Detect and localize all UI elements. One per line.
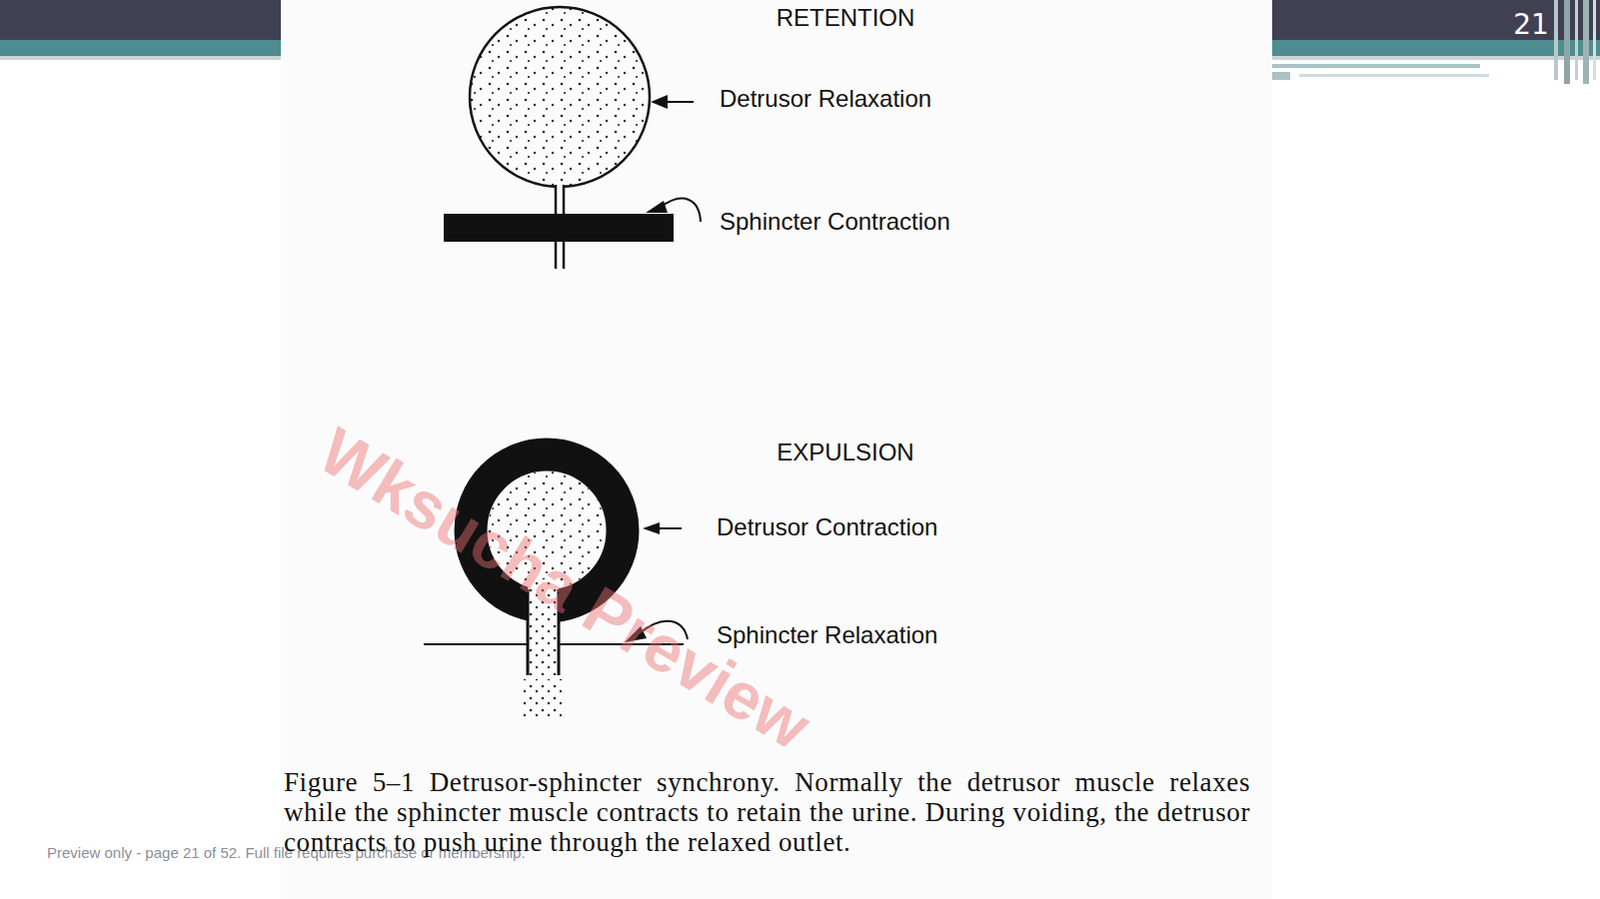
watermark: Wksucha Preview [305,413,823,766]
muscle-label: Detrusor Contraction [716,513,938,542]
panel-heading: EXPULSION [776,438,914,467]
muscle-label: Sphincter Relaxation [716,621,938,650]
sphincter-bar [443,213,674,242]
muscle-label: Detrusor Relaxation [719,84,932,113]
retention-bladder [443,6,701,269]
panel-heading: RETENTION [776,3,916,32]
figure-background [280,0,1273,899]
figure-caption: Figure 5–1 Detrusor-sphincter synchrony.… [283,767,1251,858]
muscle-label: Sphincter Contraction [719,207,951,236]
slide-number: 21 [1513,8,1550,41]
